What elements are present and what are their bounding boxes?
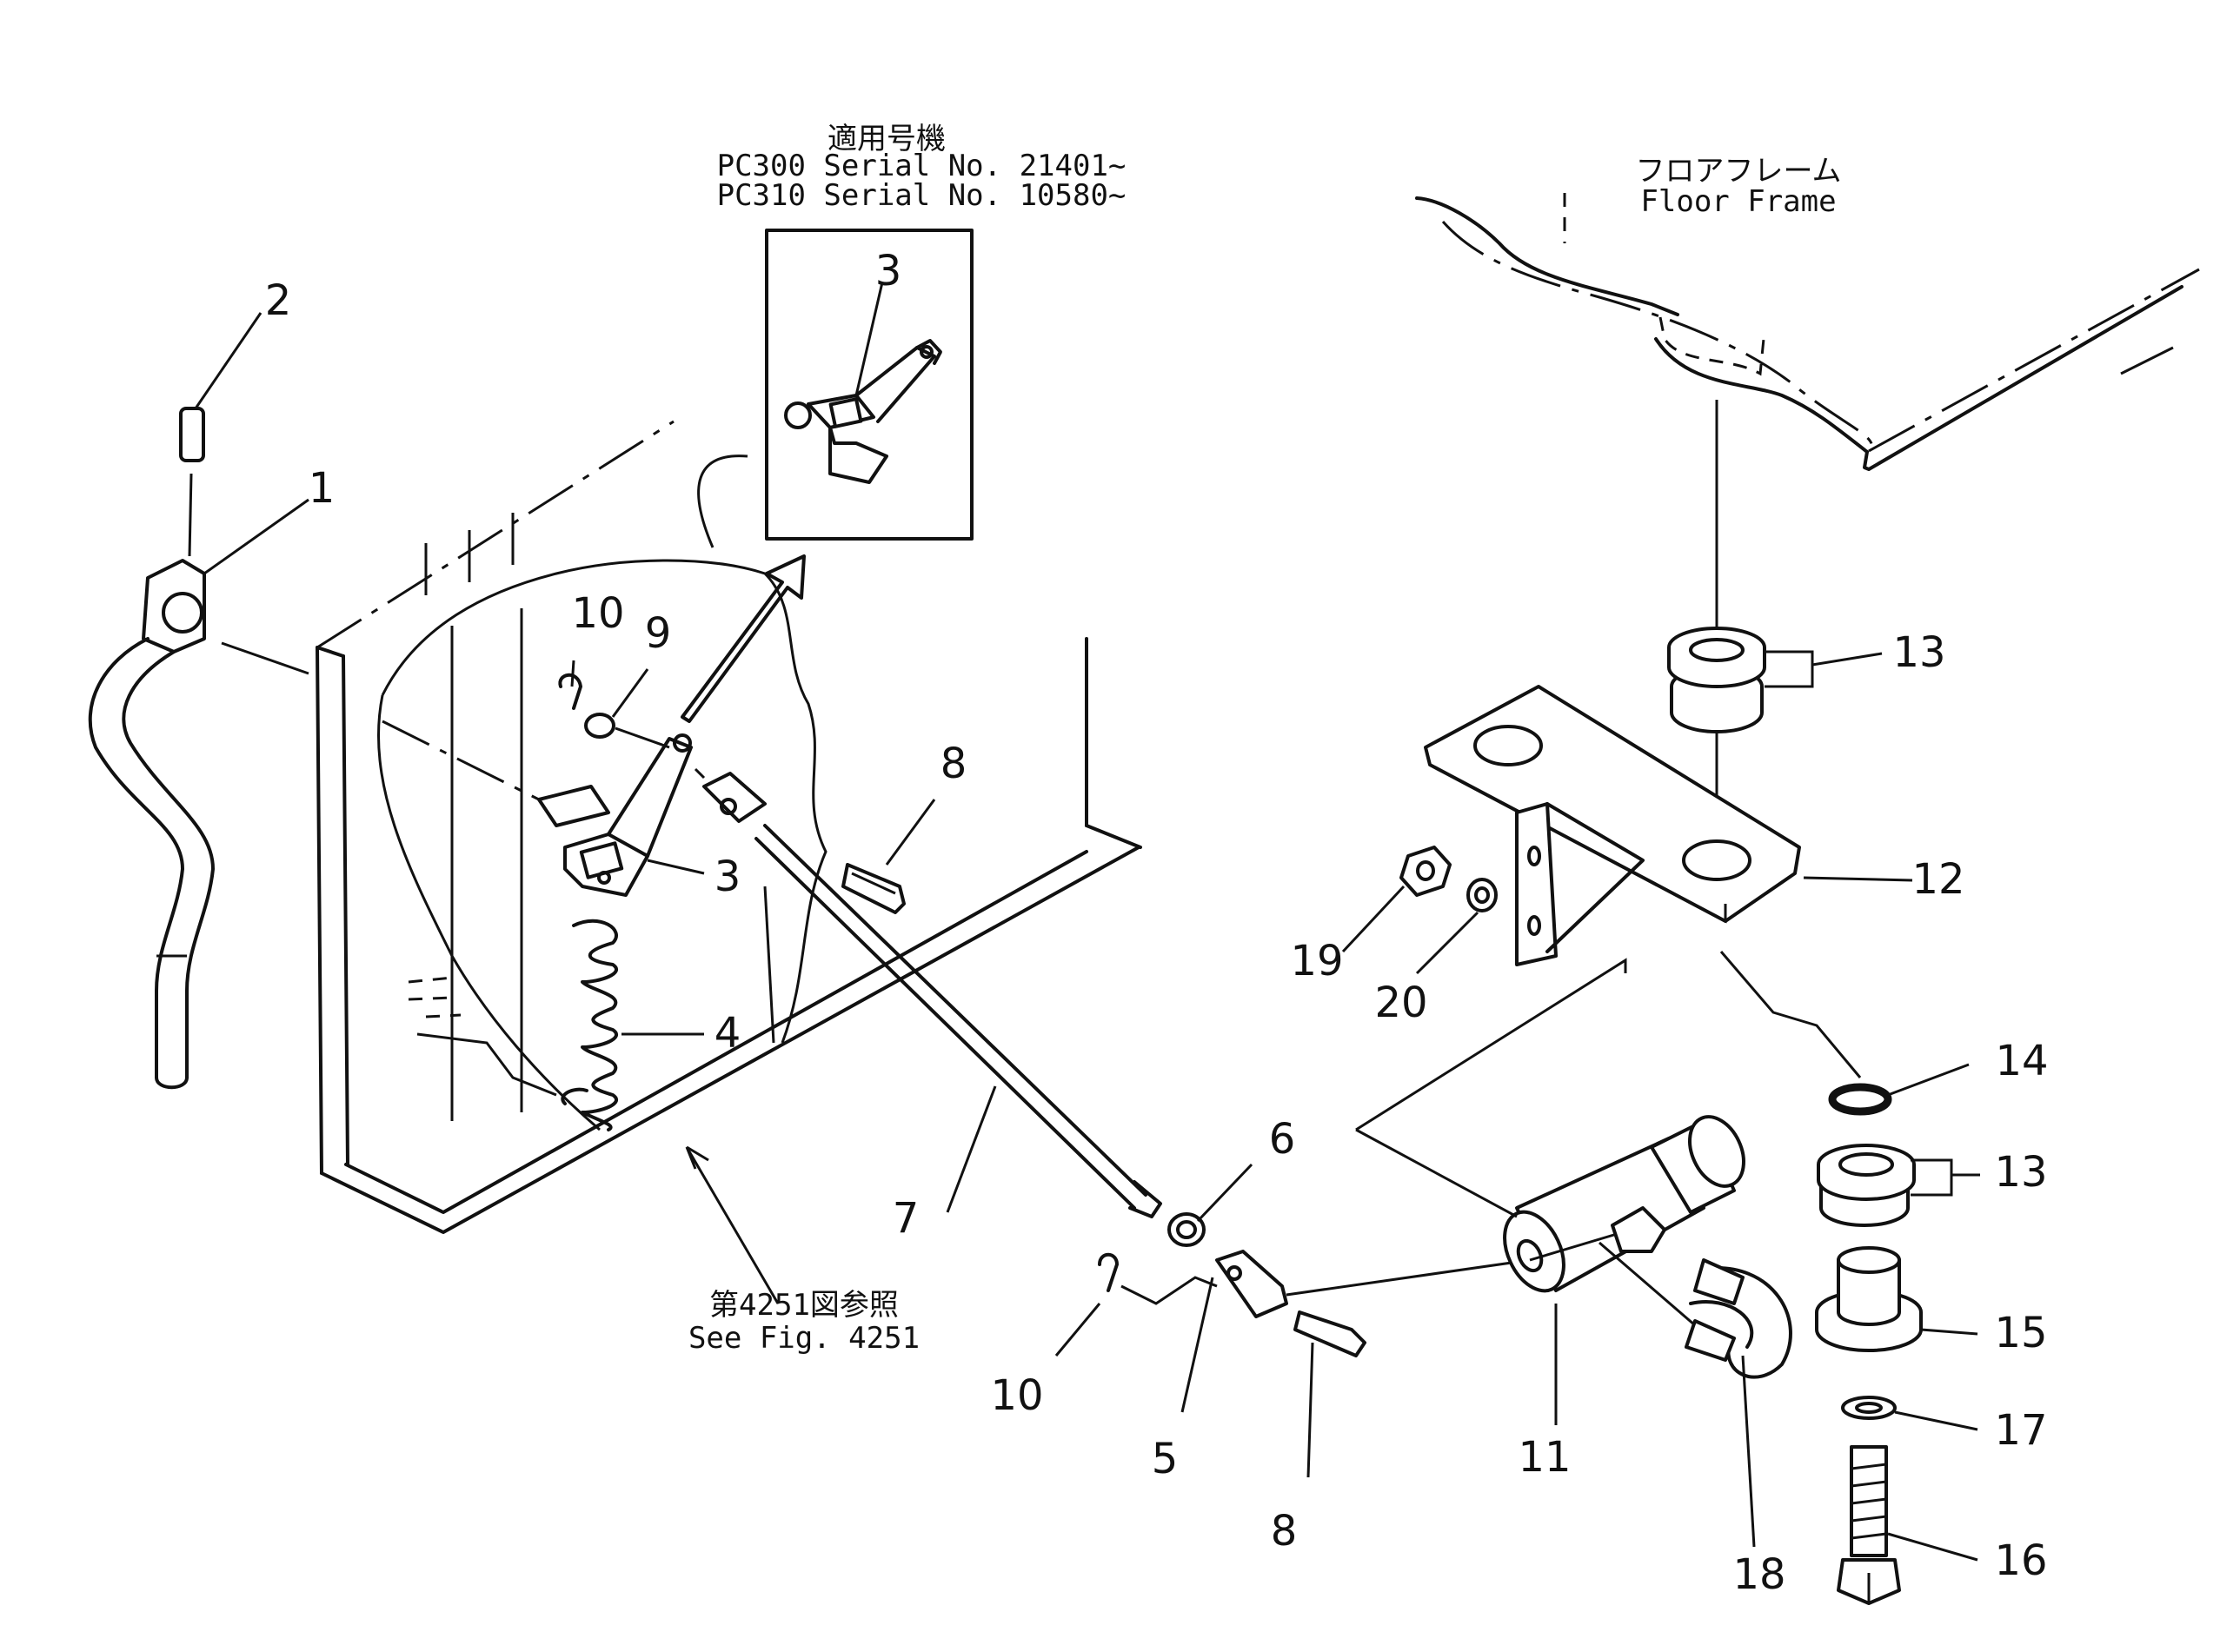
callout-5: 5 bbox=[1152, 1435, 1179, 1483]
see-fig-label-jp: 第4251図参照 bbox=[709, 1288, 899, 1323]
part-12-bracket bbox=[1424, 685, 1801, 966]
callout-13-bottom: 13 bbox=[1994, 1148, 2047, 1197]
part-8-bolt-bottom bbox=[1293, 1310, 1366, 1357]
part-8-bolt-top bbox=[841, 863, 906, 914]
part-15-collar bbox=[1815, 1246, 1923, 1352]
callout-15: 15 bbox=[1994, 1309, 2047, 1357]
part-16-bolt bbox=[1837, 1445, 1901, 1605]
part-7-rod bbox=[754, 824, 1162, 1218]
serial-note-line2: PC310 Serial No. 10580~ bbox=[717, 178, 1127, 213]
serial-note-title: 適用号機 bbox=[828, 122, 946, 156]
callout-11: 11 bbox=[1518, 1433, 1571, 1482]
serial-note: 適用号機 PC300 Serial No. 21401~ PC310 Seria… bbox=[717, 122, 1127, 213]
callout-10-bottom: 10 bbox=[990, 1371, 1043, 1420]
part-17-washer bbox=[1841, 1396, 1897, 1420]
callout-1: 1 bbox=[309, 464, 336, 513]
leader-lines bbox=[194, 312, 1980, 1562]
part-5-clevis bbox=[1215, 1250, 1288, 1318]
part-4-spring bbox=[408, 919, 618, 1131]
part-13-cushion-top bbox=[1667, 627, 1766, 733]
callout-2: 2 bbox=[265, 276, 292, 325]
see-fig-label-en: See Fig. 4251 bbox=[688, 1321, 920, 1356]
handle-axis bbox=[221, 641, 309, 675]
part-1-handle bbox=[88, 559, 215, 1090]
serial-note-line1: PC300 Serial No. 21401~ bbox=[717, 149, 1127, 183]
part-20-washer bbox=[1466, 878, 1498, 912]
part-18-hose bbox=[1599, 1241, 1792, 1379]
part-11-cylinder bbox=[1503, 1115, 1745, 1293]
floor-frame-label-en: Floor Frame bbox=[1640, 184, 1836, 219]
callout-18: 18 bbox=[1732, 1550, 1785, 1599]
see-fig-note: 第4251図参照 See Fig. 4251 bbox=[688, 1288, 920, 1356]
inset-box: 3 bbox=[765, 229, 974, 541]
callout-8-top: 8 bbox=[941, 740, 967, 788]
part-14-o-ring bbox=[1828, 1083, 1892, 1116]
part-10-cotter-pin-bottom bbox=[1098, 1252, 1218, 1305]
callout-6: 6 bbox=[1269, 1115, 1296, 1164]
part-2-pin bbox=[179, 407, 205, 557]
callout-10-top: 10 bbox=[571, 589, 624, 638]
callout-12: 12 bbox=[1911, 855, 1964, 904]
floor-frame-label-jp: フロアフレーム bbox=[1636, 154, 1842, 189]
rod-end-upper bbox=[694, 767, 767, 823]
callout-8-bottom: 8 bbox=[1271, 1507, 1298, 1556]
part-13-cushion-bottom bbox=[1817, 1144, 1916, 1227]
bracket-leader-line bbox=[1355, 958, 1627, 1131]
callout-19: 19 bbox=[1290, 937, 1343, 985]
callout-3: 3 bbox=[715, 853, 741, 901]
callout-20: 20 bbox=[1374, 979, 1427, 1027]
callout-7: 7 bbox=[893, 1194, 920, 1243]
callout-16: 16 bbox=[1994, 1536, 2047, 1585]
part-6-nut bbox=[1167, 1212, 1206, 1247]
callout-3-inset: 3 bbox=[875, 247, 902, 295]
part-9-washer bbox=[584, 713, 670, 749]
callouts: 2 1 10 9 8 3 4 7 6 10 5 8 11 18 13 12 19… bbox=[265, 276, 2049, 1599]
part-19-nut bbox=[1399, 846, 1452, 897]
floor-frame: フロアフレーム Floor Frame bbox=[1415, 154, 2200, 471]
callout-13-top: 13 bbox=[1892, 628, 1945, 677]
callout-14: 14 bbox=[1995, 1037, 2048, 1085]
part-10-cotter-pin-top bbox=[558, 673, 582, 710]
linkage-axis bbox=[1286, 1258, 1531, 1297]
tank-frame bbox=[316, 420, 1142, 1234]
callout-9: 9 bbox=[645, 609, 672, 658]
part-3-lever bbox=[382, 720, 693, 897]
callout-4: 4 bbox=[715, 1009, 741, 1058]
callout-17: 17 bbox=[1994, 1406, 2047, 1455]
inset-arrow bbox=[681, 554, 806, 723]
